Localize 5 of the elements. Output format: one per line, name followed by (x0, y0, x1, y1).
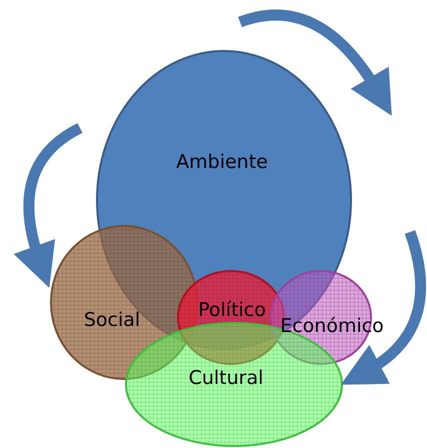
ellipse-label: Social (84, 309, 140, 331)
ellipse-label: Político (198, 299, 266, 321)
ellipse-label: Económico (280, 315, 384, 337)
ellipse-label: Cultural (188, 367, 264, 389)
ellipse-label: Ambiente (176, 151, 268, 173)
